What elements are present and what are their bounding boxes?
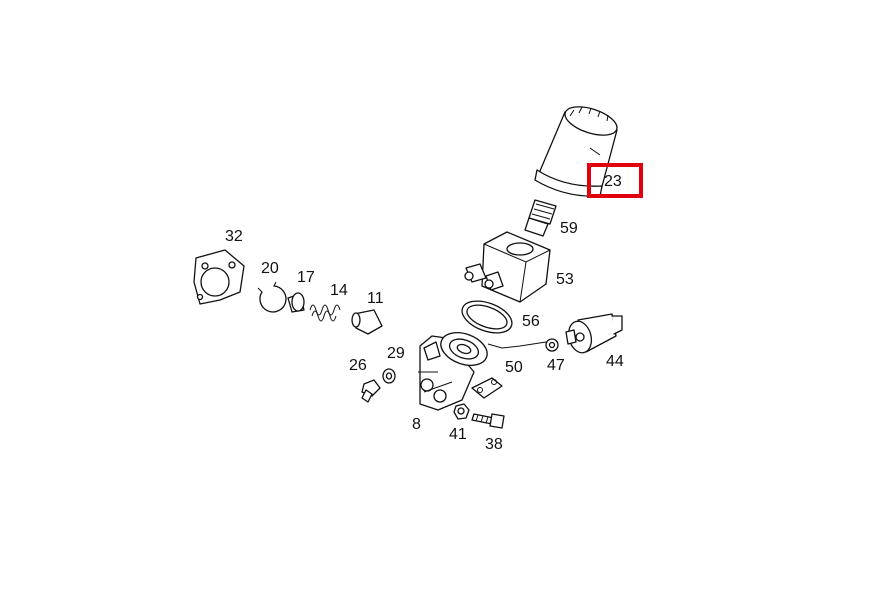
label-59[interactable]: 59: [560, 220, 578, 237]
label-41[interactable]: 41: [449, 426, 467, 443]
highlight-callout[interactable]: 23: [587, 163, 643, 198]
sealing-ring-part[interactable]: [458, 295, 516, 339]
label-53[interactable]: 53: [556, 271, 574, 288]
spring-part[interactable]: [309, 304, 341, 322]
label-50[interactable]: 50: [505, 359, 523, 376]
label-32[interactable]: 32: [225, 228, 243, 245]
washer-part[interactable]: [545, 338, 559, 352]
label-44[interactable]: 44: [606, 353, 624, 370]
oil-filter-part[interactable]: [534, 101, 620, 197]
valve-piston-part[interactable]: [287, 292, 305, 313]
label-14[interactable]: 14: [330, 282, 348, 299]
label-11[interactable]: 11: [367, 290, 384, 307]
label-29[interactable]: 29: [387, 345, 405, 362]
oil-cooler-housing-part[interactable]: [464, 231, 551, 303]
bolt-part[interactable]: [471, 377, 505, 429]
label-8[interactable]: 8: [412, 416, 421, 433]
circlip-part[interactable]: [257, 281, 287, 313]
threaded-nipple-part[interactable]: [524, 199, 557, 237]
small-sealing-ring-part[interactable]: [382, 368, 396, 384]
label-17[interactable]: 17: [297, 269, 315, 286]
screw-plug-part[interactable]: [361, 379, 381, 403]
filter-housing-part[interactable]: [418, 327, 547, 411]
plug-screw-part[interactable]: [351, 309, 383, 335]
nut-part[interactable]: [453, 403, 470, 420]
label-23[interactable]: 23: [604, 173, 622, 190]
label-47[interactable]: 47: [547, 357, 565, 374]
label-56[interactable]: 56: [522, 313, 540, 330]
gasket-plate-part[interactable]: [193, 249, 245, 305]
label-20[interactable]: 20: [261, 260, 279, 277]
label-26[interactable]: 26: [349, 357, 367, 374]
label-38[interactable]: 38: [485, 436, 503, 453]
pressure-sender-part[interactable]: [565, 313, 623, 355]
